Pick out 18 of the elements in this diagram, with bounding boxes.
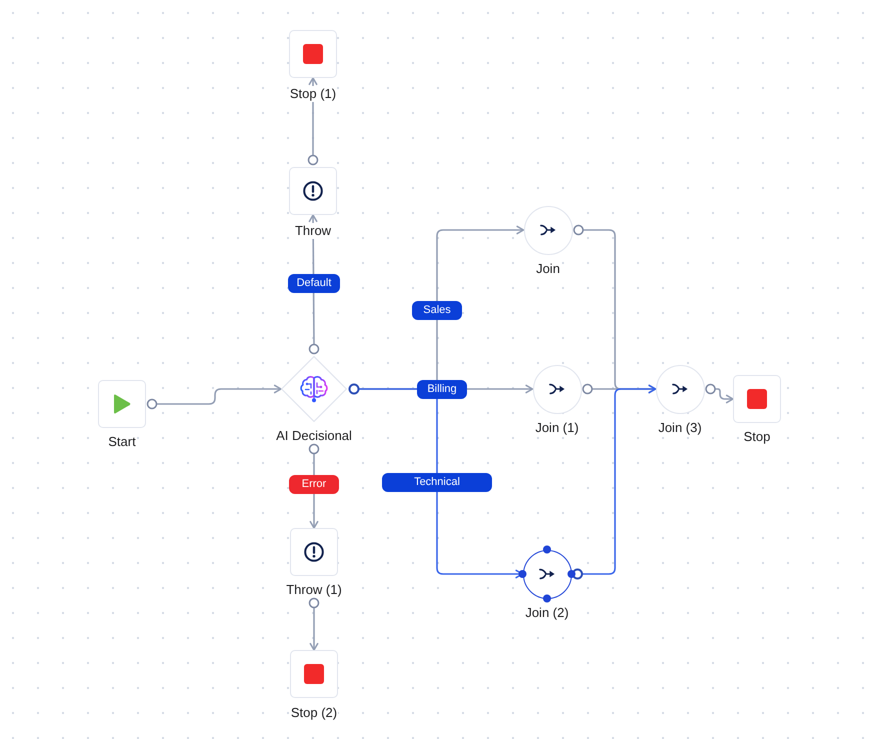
node-label: Join (1) xyxy=(534,420,580,436)
node-label: Join xyxy=(535,260,561,276)
node-label: Stop (2) xyxy=(290,705,338,721)
connector-arrow xyxy=(715,388,734,404)
node-label: Join (2) xyxy=(524,604,570,620)
connector-arrow xyxy=(156,384,282,405)
node-label: Join (3) xyxy=(657,420,703,436)
node-label: Throw xyxy=(294,223,332,239)
node-label: Stop (1) xyxy=(288,86,338,102)
edge-label: Default xyxy=(288,274,340,292)
edge-label: Technical xyxy=(382,472,492,492)
edge-label: Sales xyxy=(412,300,462,320)
node-label: Stop xyxy=(742,429,772,445)
node-label: Throw (1) xyxy=(285,582,343,598)
edge-label: Error xyxy=(289,474,339,494)
connector-arrow xyxy=(310,608,318,651)
edge-label: Billing xyxy=(417,380,467,398)
connector-arrow xyxy=(582,384,656,575)
